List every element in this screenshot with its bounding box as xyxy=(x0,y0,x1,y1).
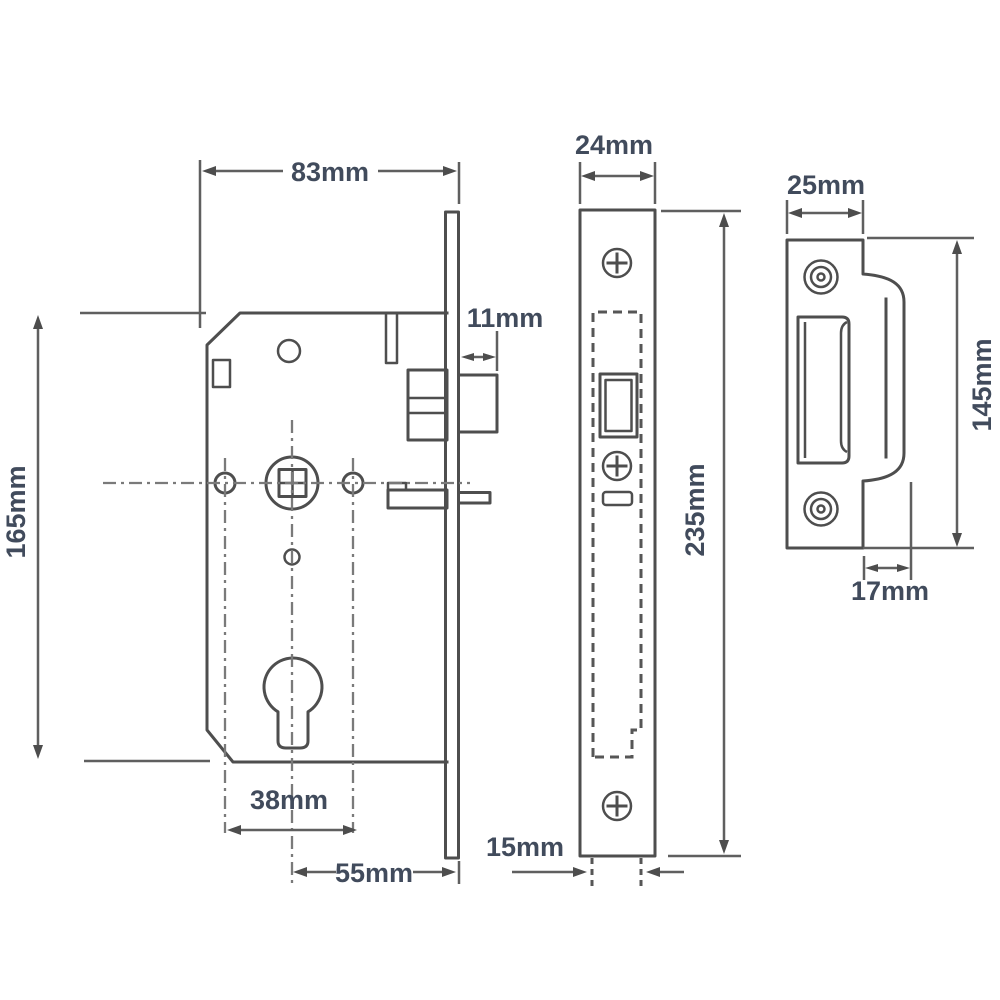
strike-cutout-outline xyxy=(796,315,851,465)
dim-label-case-depth: 15mm xyxy=(486,832,564,862)
dim-label-faceplate-height: 235mm xyxy=(680,463,710,556)
dim-strike-lip: 17mm xyxy=(851,482,929,606)
small-pin-hole xyxy=(283,548,301,566)
deadbolt-body xyxy=(386,488,449,510)
dim-label-case-height: 165mm xyxy=(1,465,31,558)
phillips-screw-middle-icon xyxy=(601,450,633,482)
dim-case-height: 165mm xyxy=(1,311,210,763)
latch-front-inner xyxy=(604,378,633,433)
dim-label-case-width: 83mm xyxy=(291,157,369,187)
latch-bolt-detail xyxy=(408,396,447,415)
faceplate-outline xyxy=(578,208,657,858)
lock-body-view xyxy=(103,210,499,886)
latch-bolt-body xyxy=(406,368,449,442)
dim-backset: 55mm xyxy=(293,858,461,888)
dim-label-strike-width: 25mm xyxy=(787,170,865,200)
deadbolt-slot-front xyxy=(601,490,634,507)
dim-label-backset: 55mm xyxy=(335,858,413,888)
phillips-screw-bottom-icon xyxy=(601,790,633,822)
dim-hole-spacing: 38mm xyxy=(227,785,357,835)
dim-label-faceplate-width: 24mm xyxy=(575,130,653,160)
dim-bolt-projection: 11mm xyxy=(461,303,543,371)
case-hole-top xyxy=(276,338,302,364)
dimension-annotations: 83mm 165mm 11mm 38mm xyxy=(1,130,997,888)
forend-side-view xyxy=(444,210,460,860)
strike-screw-hole-top-icon xyxy=(803,259,839,295)
case-outline-hidden xyxy=(591,310,643,759)
dim-case-width: 83mm xyxy=(198,157,461,328)
latch-front-outer xyxy=(598,372,639,439)
faceplate-view xyxy=(578,208,657,888)
dim-label-strike-lip: 17mm xyxy=(851,576,929,606)
phillips-screw-top-icon xyxy=(601,247,633,279)
strike-plate-outline xyxy=(785,238,906,550)
strike-screw-hole-bottom-icon xyxy=(803,491,839,527)
dim-case-depth: 15mm xyxy=(486,832,684,877)
dim-label-strike-height: 145mm xyxy=(967,338,997,431)
deadbolt-stump xyxy=(458,491,492,505)
strike-plate-view xyxy=(785,238,906,550)
dim-strike-height: 145mm xyxy=(863,236,997,550)
dim-faceplate-width: 24mm xyxy=(575,130,657,204)
dim-label-bolt-projection: 11mm xyxy=(467,303,544,333)
dim-strike-width: 25mm xyxy=(785,170,865,234)
case-slot-top-right xyxy=(384,311,399,365)
case-slot-left xyxy=(211,358,232,389)
lock-case-outline xyxy=(205,311,449,764)
dim-label-hole-spacing: 38mm xyxy=(250,785,328,815)
euro-cylinder-cutout xyxy=(262,656,324,750)
strike-cutout-inner-right xyxy=(839,320,848,454)
latch-bolt-head xyxy=(457,373,499,434)
dim-faceplate-height: 235mm xyxy=(661,209,741,858)
